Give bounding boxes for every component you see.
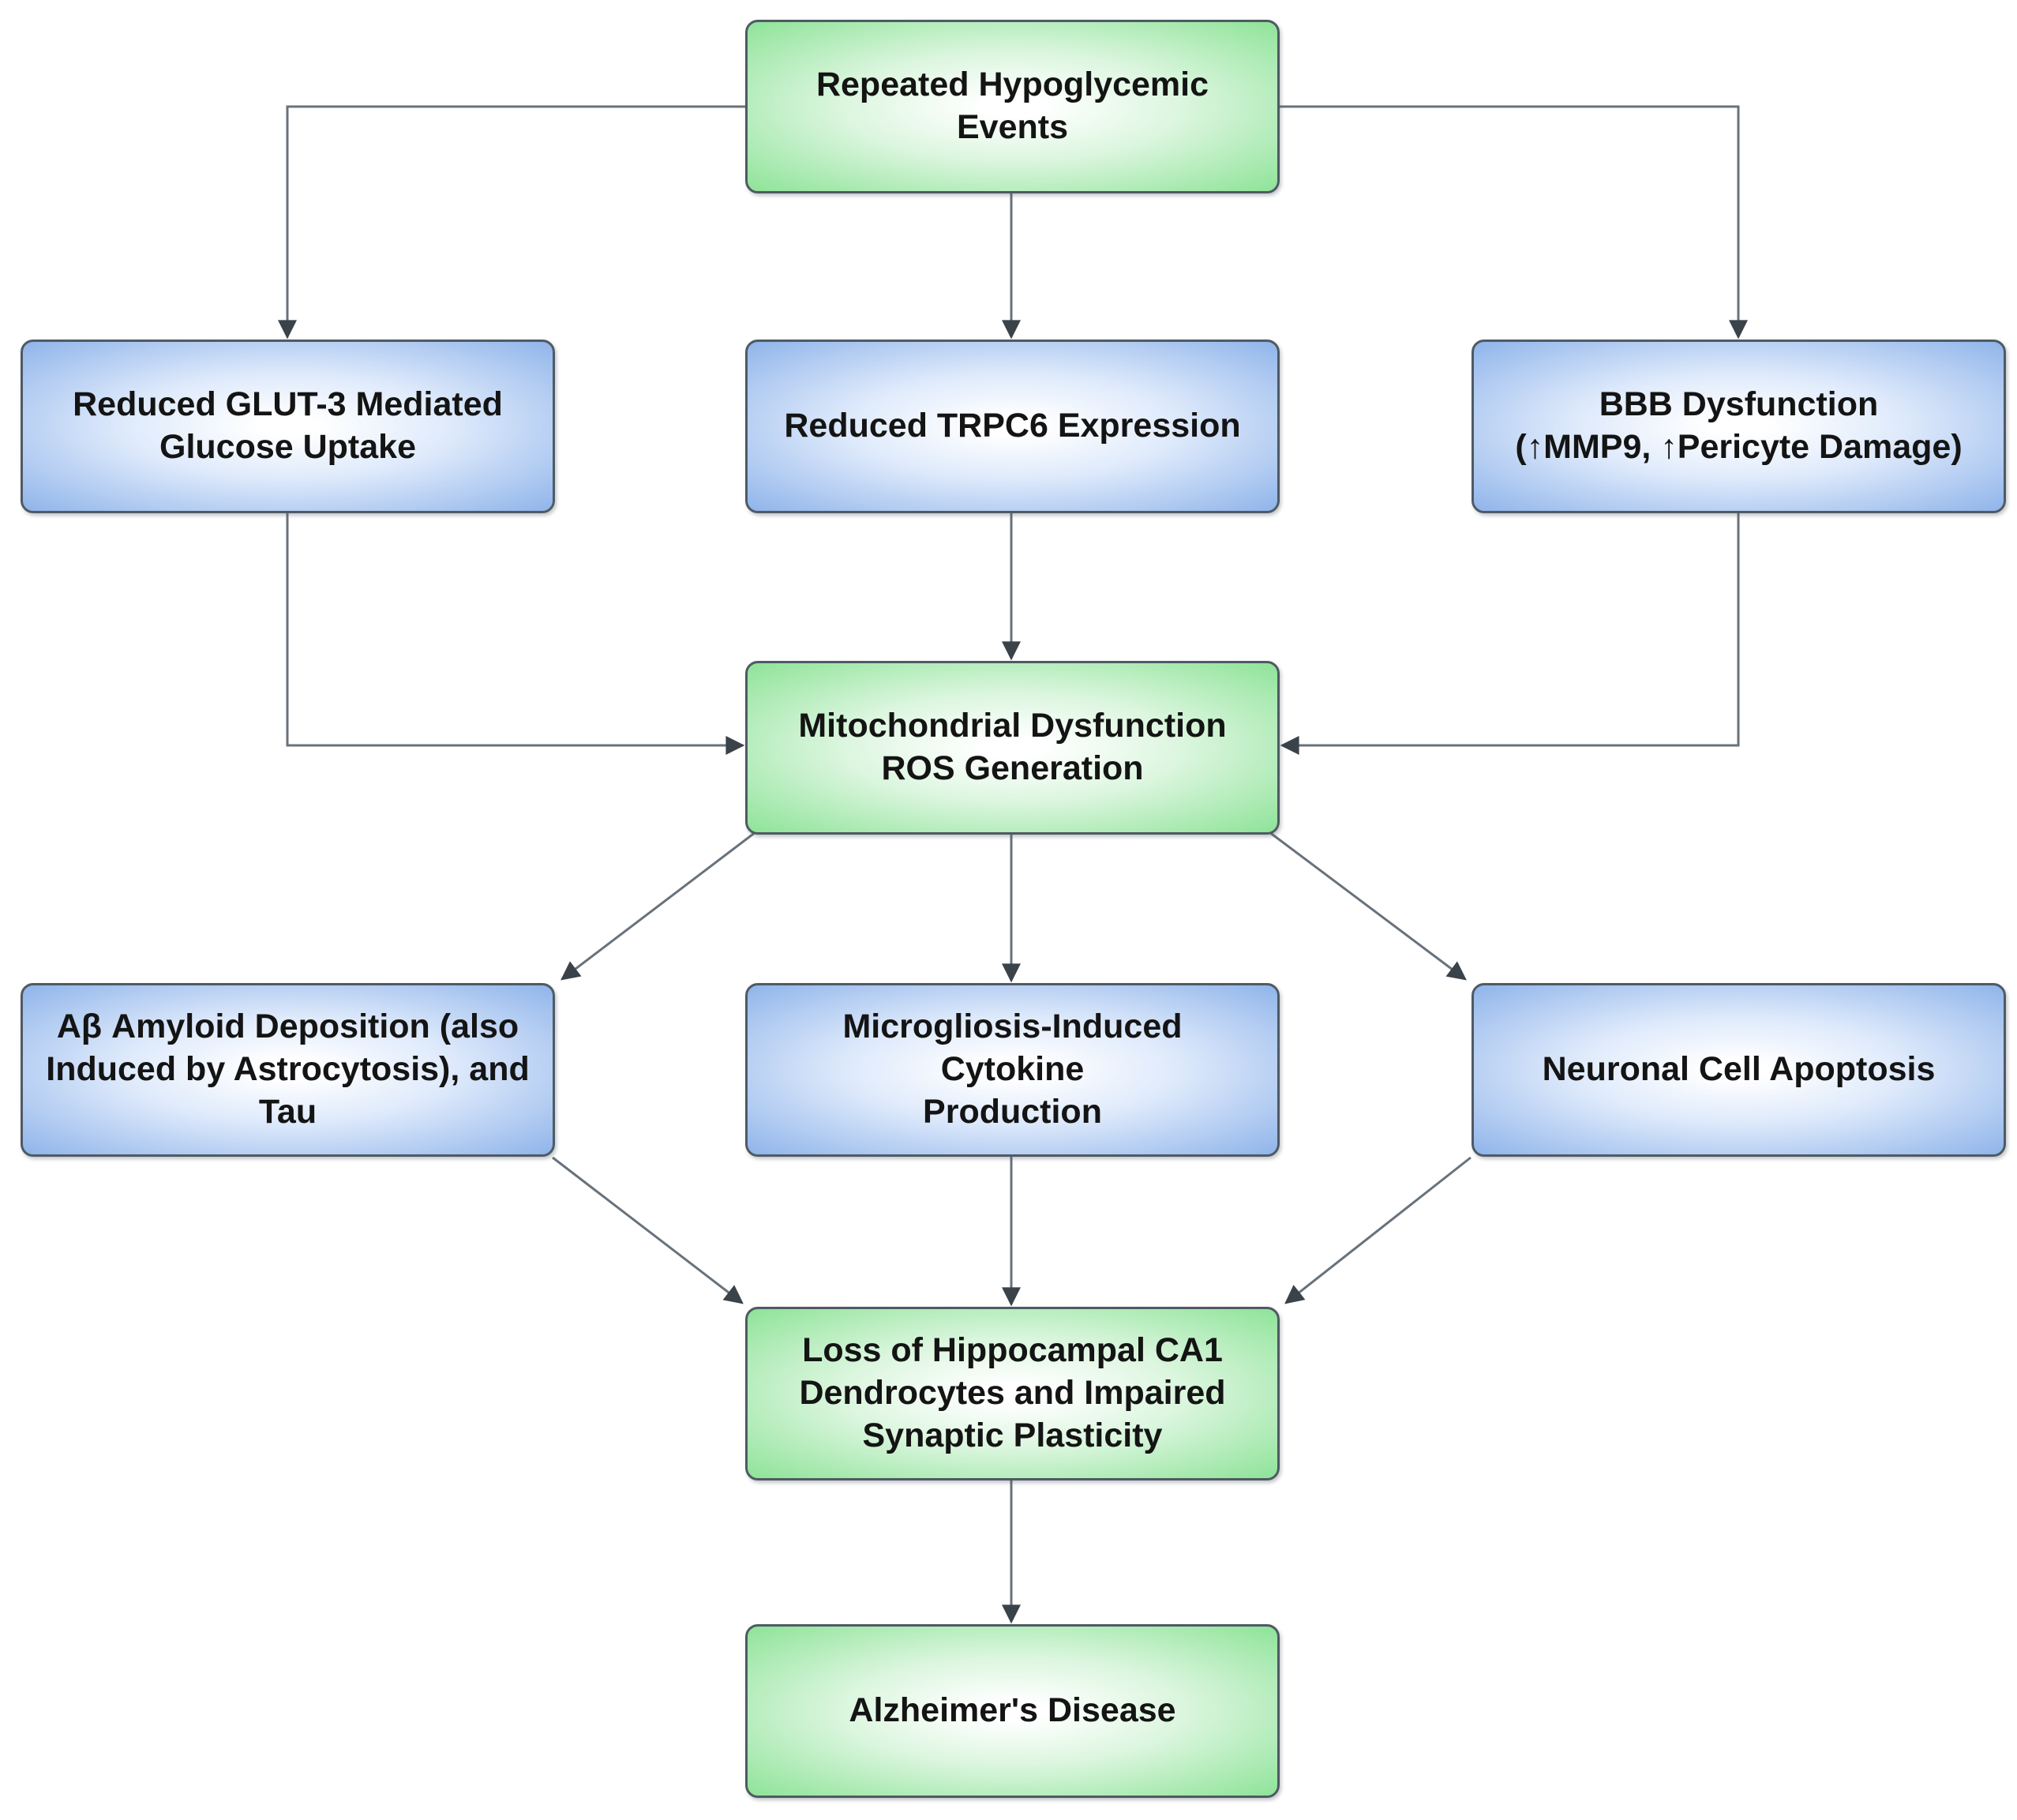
node-label: Aβ Amyloid Deposition (also Induced by A…	[46, 1008, 530, 1131]
edge-amyloid-to-hippocampal	[552, 1156, 744, 1304]
node-label: BBB Dysfunction (↑MMP9, ↑Pericyte Damage…	[1515, 385, 1963, 466]
edge-glut3-to-mitochondrial	[286, 513, 745, 755]
node-label: Alzheimer's Disease	[849, 1691, 1176, 1730]
node-bbb-dysfunction: BBB Dysfunction (↑MMP9, ↑Pericyte Damage…	[1472, 340, 2006, 513]
edge-mitochondrial-to-apoptosis	[1269, 831, 1467, 981]
node-label: Neuronal Cell Apoptosis	[1542, 1050, 1936, 1089]
edge-hypoglycemic-to-bbb	[1280, 105, 1748, 340]
node-label: Mitochondrial Dysfunction ROS Generation	[798, 707, 1227, 787]
node-label: Reduced GLUT-3 Mediated Glucose Uptake	[73, 385, 503, 466]
node-amyloid-deposition-tau: Aβ Amyloid Deposition (also Induced by A…	[21, 983, 555, 1157]
node-repeated-hypoglycemic-events: Repeated Hypoglycemic Events	[745, 20, 1280, 193]
node-alzheimers-disease: Alzheimer's Disease	[745, 1624, 1280, 1798]
node-reduced-glut3-glucose-uptake: Reduced GLUT-3 Mediated Glucose Uptake	[21, 340, 555, 513]
node-microgliosis-cytokine-production: Microgliosis-Induced Cytokine Production	[745, 983, 1280, 1157]
edge-bbb-to-mitochondrial	[1280, 513, 1740, 755]
node-hippocampal-ca1-loss: Loss of Hippocampal CA1 Dendrocytes and …	[745, 1307, 1280, 1480]
node-label: Microgliosis-Induced Cytokine Production	[842, 1008, 1183, 1131]
edge-hypoglycemic-to-glut3	[278, 105, 745, 340]
node-mitochondrial-dysfunction-ros: Mitochondrial Dysfunction ROS Generation	[745, 661, 1280, 835]
node-reduced-trpc6-expression: Reduced TRPC6 Expression	[745, 340, 1280, 513]
edge-mitochondrial-to-amyloid	[560, 831, 756, 981]
node-neuronal-cell-apoptosis: Neuronal Cell Apoptosis	[1472, 983, 2006, 1157]
edge-apoptosis-to-hippocampal	[1284, 1156, 1472, 1304]
node-label: Loss of Hippocampal CA1 Dendrocytes and …	[799, 1331, 1226, 1454]
node-label: Reduced TRPC6 Expression	[784, 407, 1241, 445]
node-label: Repeated Hypoglycemic Events	[815, 66, 1209, 146]
